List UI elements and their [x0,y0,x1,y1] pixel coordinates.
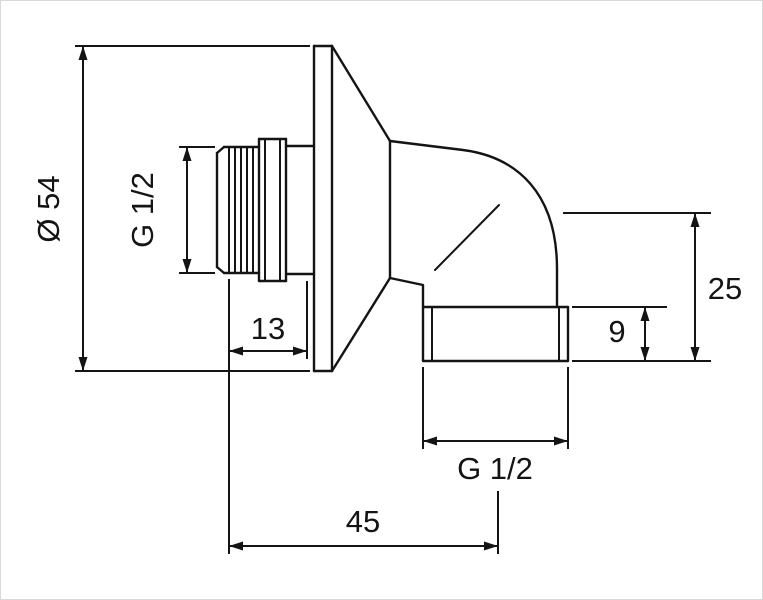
dim-label-flange-diameter: Ø 54 [31,175,66,242]
escutcheon-flange [312,44,392,373]
dim-outlet-thread: G 1/2 [422,367,569,486]
dim-nut-height: 9 [572,306,667,361]
dim-wall-distance: 45 [229,491,499,554]
dim-inlet-thread: G 1/2 [125,146,215,274]
dim-label-wall-distance: 45 [346,504,380,539]
dim-label-nut-height: 9 [608,314,625,349]
dim-label-outlet-offset: 25 [708,271,742,306]
inlet-thread-connector [215,137,316,283]
dim-label-inlet-length: 13 [251,311,285,346]
dim-flange-diameter: Ø 54 [31,45,310,372]
outlet-sleeve [421,305,570,363]
fitting-outline [215,44,570,373]
dim-inlet-length: 13 [228,279,308,554]
dim-label-inlet-thread: G 1/2 [125,172,160,248]
dim-label-outlet-thread: G 1/2 [457,451,533,486]
elbow-body [388,139,559,309]
dim-outlet-offset: 25 [563,212,742,362]
